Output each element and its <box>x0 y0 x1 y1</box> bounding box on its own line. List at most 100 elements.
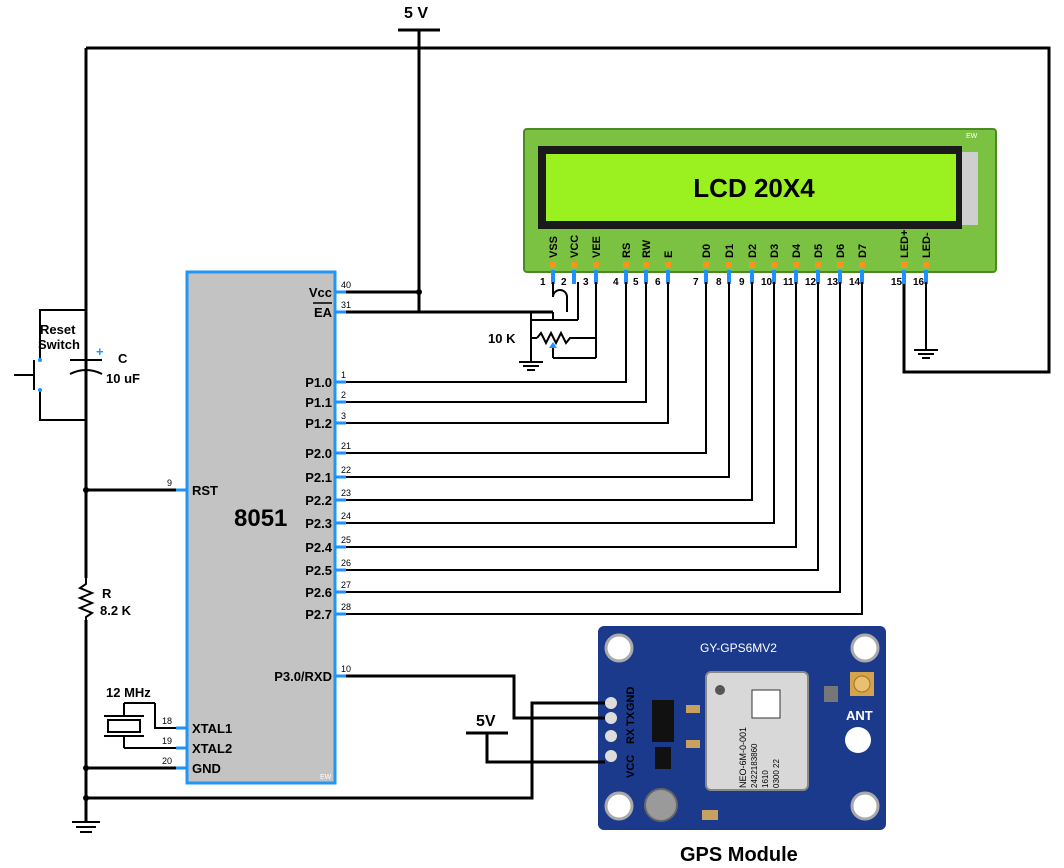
mcu-body <box>185 270 337 785</box>
mcu-pin-name: P2.5 <box>305 563 332 578</box>
port-wire <box>346 282 775 524</box>
gps-header <box>605 697 617 762</box>
svg-text:EW: EW <box>320 774 332 781</box>
lcd-title: LCD 20X4 <box>693 173 815 203</box>
mcu-pin-number: 1 <box>341 370 346 380</box>
gps-module-label: GPS Module <box>680 844 798 866</box>
lcd-pin-number: 4 <box>613 277 619 288</box>
lcd-pin-number: 12 <box>805 277 817 288</box>
port-wire <box>346 282 669 424</box>
lcd-pin-head <box>815 262 821 268</box>
lcd-pin-head <box>643 262 649 268</box>
mcu-pin-name: P1.0 <box>305 375 332 390</box>
mcu-pin-number: 27 <box>341 580 351 590</box>
port-wire <box>346 282 707 454</box>
lcd-pin-head <box>550 262 556 268</box>
lcd-pin-number: 16 <box>913 277 925 288</box>
mcu-pin-number: 22 <box>341 465 351 475</box>
mcu-pin-name: P2.4 <box>305 540 333 555</box>
resistor-value: 8.2 K <box>100 603 132 618</box>
pot-label: 10 K <box>488 331 516 346</box>
lcd-pin-name: VEE <box>591 236 603 258</box>
lcd-pin-name: D5 <box>813 244 825 258</box>
gps-pin-label: VCC <box>625 755 637 778</box>
lcd-pin-group: VSS1VCC2VEE3RS4RW5E6D07D18D29D310D411D51… <box>540 230 933 288</box>
mcu-pin-number: 3 <box>341 411 346 421</box>
lcd-pin-leg <box>572 270 576 284</box>
lcd-pin-head <box>726 262 732 268</box>
svg-text:EW: EW <box>966 133 978 140</box>
port-wire <box>346 282 819 571</box>
lcd-pin-number: 13 <box>827 277 839 288</box>
lcd-pin-name: E <box>663 251 675 258</box>
mcu-pin-number: 18 <box>162 716 172 726</box>
mcu-pin-name: Vcc <box>309 285 332 300</box>
mcu-pin-number: 21 <box>341 441 351 451</box>
lcd-pin-leg <box>772 270 776 284</box>
reset-circuit: Reset Switch + C 10 uF R 8.2 K <box>14 309 176 833</box>
gps-ant-label: ANT <box>846 708 873 723</box>
lcd-pin-number: 9 <box>739 277 745 288</box>
mcu-name: 8051 <box>234 505 287 532</box>
lcd-pin-leg <box>838 270 842 284</box>
mcu-pin-name: P2.0 <box>305 446 332 461</box>
gps-pin-label: GND <box>625 687 637 712</box>
reset-label-line2: Switch <box>38 337 80 352</box>
lcd-pin-name: RW <box>641 239 653 258</box>
lcd-pin-leg <box>704 270 708 284</box>
reset-label-line1: Reset <box>40 322 76 337</box>
lcd-pin-leg <box>860 270 864 284</box>
gps-pin-label: RX <box>625 728 637 744</box>
lcd-pin-name: D4 <box>791 243 803 258</box>
lcd-pin-leg <box>794 270 798 284</box>
lcd-pin-number: 2 <box>561 277 567 288</box>
mcu-pin-number: 25 <box>341 535 351 545</box>
lcd-module: LCD 20X4 EW VSS1VCC2VEE3RS4RW5E6D07D18D2… <box>523 128 997 288</box>
lcd-side-bar <box>962 152 978 225</box>
lcd-pin-leg <box>644 270 648 284</box>
lcd-pin-name: LED- <box>921 232 933 258</box>
mcu-pin-number: 2 <box>341 390 346 400</box>
top-5v-supply: 5 V <box>398 5 440 312</box>
mcu-pin-number: 23 <box>341 488 351 498</box>
lcd-pin-number: 3 <box>583 277 589 288</box>
lcd-pin-name: VSS <box>548 236 560 258</box>
lcd-pin-head <box>923 262 929 268</box>
lcd-pin-leg <box>902 270 906 284</box>
lcd-pin-name: RS <box>621 243 633 258</box>
gps-5v-label: 5V <box>476 713 496 730</box>
mcu-pin-name: RST <box>192 483 218 498</box>
mcu-pin-number: 28 <box>341 602 351 612</box>
port-wires <box>346 282 863 615</box>
mcu-pin-number: 31 <box>341 300 351 310</box>
lcd-pin-name: LED+ <box>899 230 911 258</box>
crystal-label: 12 MHz <box>106 685 151 700</box>
lcd-pin-number: 1 <box>540 277 546 288</box>
lcd-pin-number: 14 <box>849 277 861 288</box>
mcu-pin-number: 10 <box>341 664 351 674</box>
lcd-pin-name: D7 <box>857 244 869 258</box>
lcd-pin-name: D6 <box>835 244 847 258</box>
lcd-pin-head <box>623 262 629 268</box>
lcd-pin-leg <box>666 270 670 284</box>
lcd-pin-leg <box>816 270 820 284</box>
mcu-pin-name: XTAL2 <box>192 741 232 756</box>
gps-board-label: GY-GPS6MV2 <box>700 641 777 655</box>
mcu-pin-number: 26 <box>341 558 351 568</box>
mcu-pin-name: P1.1 <box>305 395 332 410</box>
port-wire <box>346 282 797 548</box>
crystal-oscillator: 12 MHz <box>104 685 176 749</box>
lcd-pin-name: D3 <box>769 244 781 258</box>
mcu-pin-name: P2.2 <box>305 493 332 508</box>
gps-pin-label: TX <box>625 711 637 726</box>
port-wire <box>346 282 730 478</box>
lcd-pin-number: 6 <box>655 277 661 288</box>
mcu-pin-name: P2.7 <box>305 607 332 622</box>
lcd-pin-name: D0 <box>701 244 713 258</box>
lcd-pin-leg <box>551 270 555 284</box>
lcd-pin-leg <box>750 270 754 284</box>
